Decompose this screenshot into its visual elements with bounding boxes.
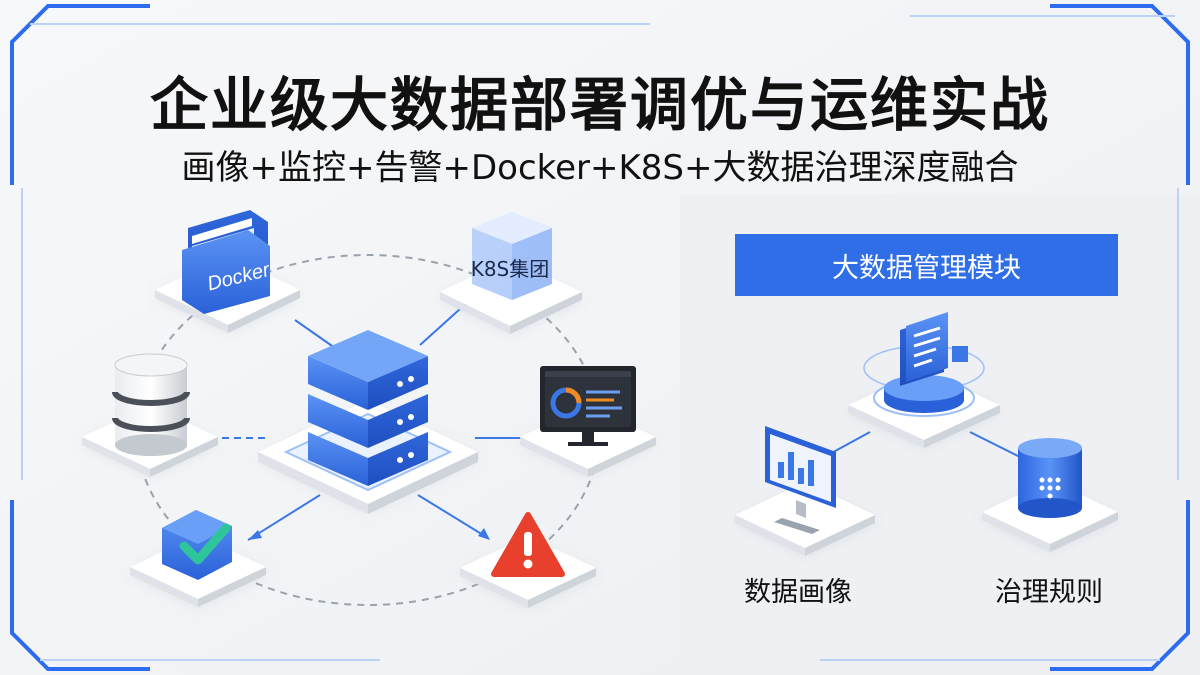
monitor-node [520,366,656,477]
page-subtitle: 画像+监控+告警+Docker+K8S+大数据治理深度融合 [181,148,1019,188]
management-core-node [848,312,1000,448]
shield-node [130,510,266,607]
node-label-governance-rule: 治理规则 [995,577,1103,608]
warning-node [460,512,596,608]
database-icon [112,353,190,456]
k8s-cube-icon: K8S集团 [471,212,552,300]
data-profile-node [735,426,875,556]
docker-folder-icon: Docker [182,210,273,314]
module-header: 大数据管理模块 [735,234,1118,296]
k8s-label: K8S集团 [471,257,550,281]
shield-check-icon [162,510,232,580]
server-stack-icon [308,330,428,486]
page-title: 企业级大数据部署调优与运维实战 [149,71,1050,139]
frame-inner-lines [21,15,1179,661]
k8s-node: K8S集团 [440,212,582,334]
node-label-data-profile: 数据画像 [744,577,852,608]
dashboard-monitor-icon [540,366,636,446]
db-cylinder-icon [1018,438,1082,518]
warning-icon [491,512,565,577]
database-node [82,353,218,477]
docker-node: Docker [155,210,300,333]
document-stack-icon [900,312,968,386]
central-server-node [258,330,478,514]
bar-chart-monitor-icon [765,426,836,534]
governance-rule-node [982,438,1118,552]
